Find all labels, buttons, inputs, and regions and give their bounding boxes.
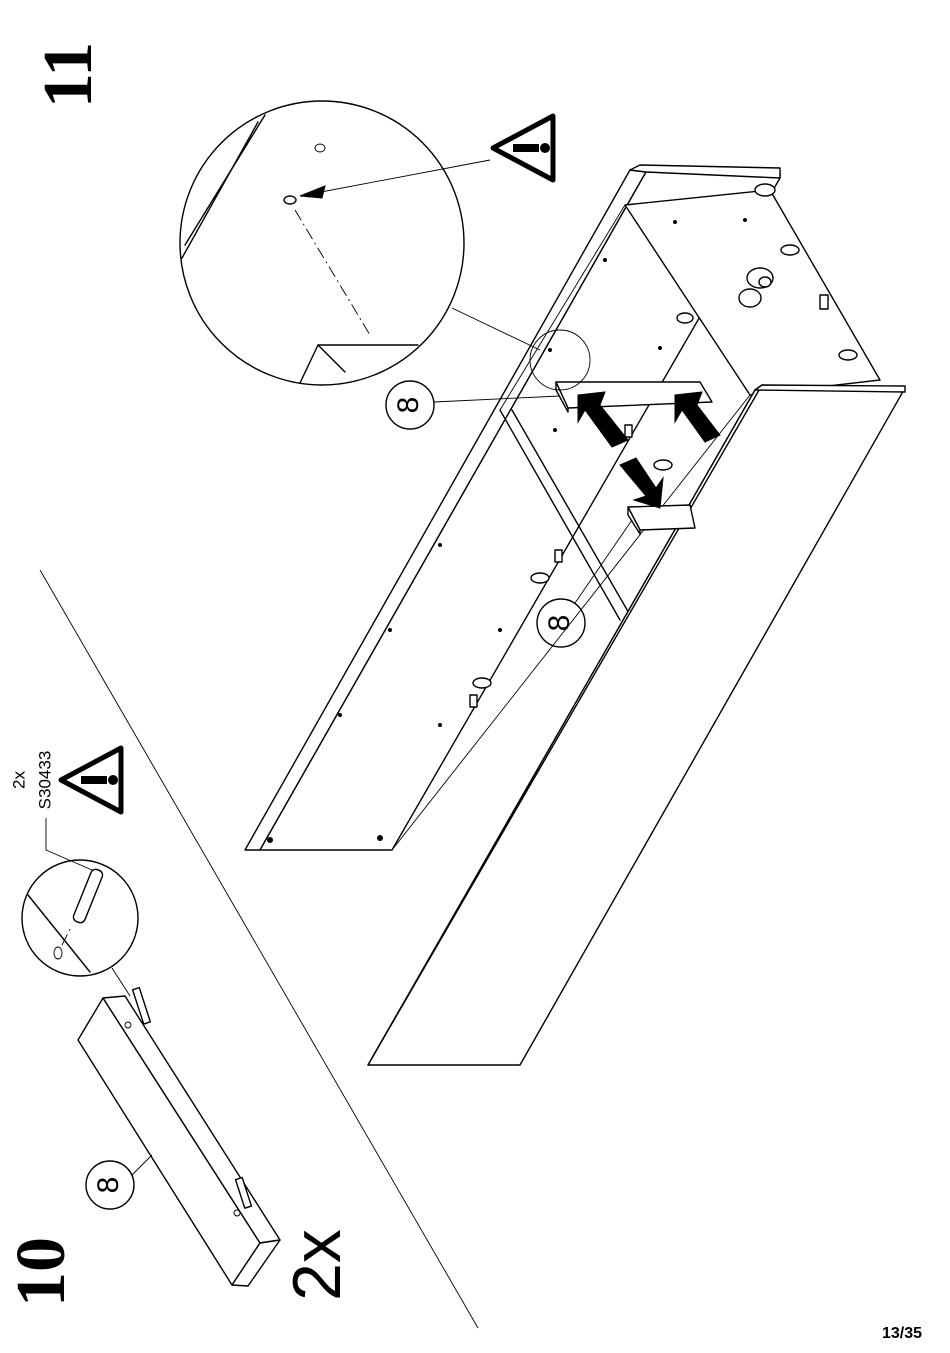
step-10-board: 8 xyxy=(22,860,280,1286)
warning-icon xyxy=(61,748,121,812)
part-8-label-step10: 8 xyxy=(92,1177,125,1194)
hardware-quantity: 2x xyxy=(9,771,28,789)
step-11-number: 11 xyxy=(30,42,107,108)
hardware-code: S30433 xyxy=(35,751,54,810)
page-number: 13/35 xyxy=(882,1325,922,1343)
warning-icon xyxy=(493,116,553,180)
step-10-quantity: 2x xyxy=(279,1229,355,1301)
step-10-number: 10 xyxy=(3,1237,80,1307)
part-8-label-step11-b: 8 xyxy=(543,615,576,632)
part-8-label-step11-a: 8 xyxy=(392,397,425,414)
